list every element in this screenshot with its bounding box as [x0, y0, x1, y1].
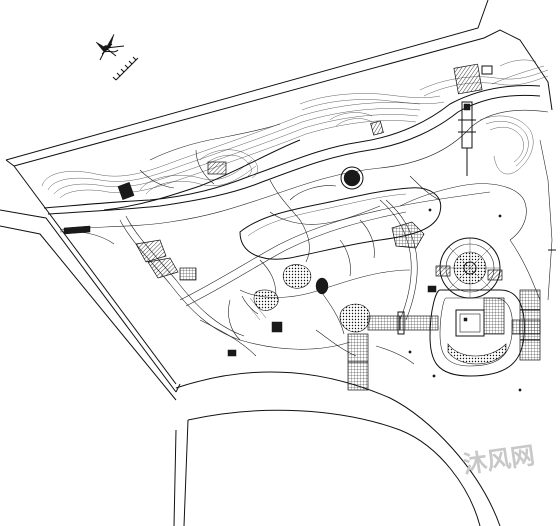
stadium-oval: [429, 289, 525, 377]
plaza-side-grids: [427, 265, 541, 361]
hillside-structure: [453, 63, 493, 95]
east-entrance: [509, 139, 556, 301]
central-lake: [239, 187, 442, 260]
scale-bar: [112, 56, 139, 81]
street-curve-south: [0, 225, 501, 526]
entrance-plaza-south: [339, 303, 439, 391]
survey-marks: [408, 208, 522, 392]
gridded-garden: [391, 221, 425, 249]
hill-pavilion: [207, 120, 384, 175]
watermark: 沐风网: [461, 441, 536, 479]
round-pavilion: [340, 166, 364, 190]
compass-rose-icon: [95, 33, 125, 61]
park-paths: [103, 123, 527, 365]
site-boundary: [0, 0, 553, 393]
bridge-structure: [458, 101, 476, 176]
west-buildings: [59, 182, 197, 281]
garden-features: [227, 264, 329, 357]
